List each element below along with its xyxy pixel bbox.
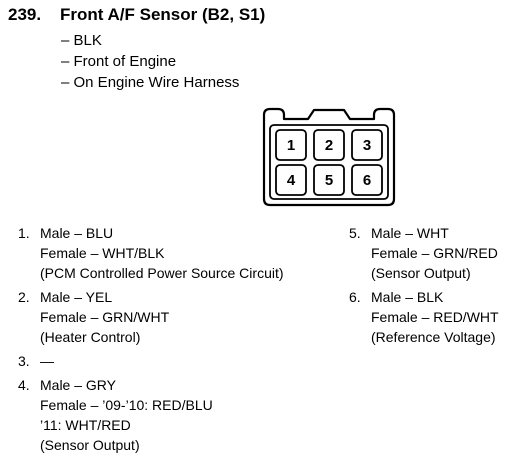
pin-female-color-alt: ’11: WHT/RED xyxy=(40,417,131,433)
pin-male-color: Male – GRY xyxy=(40,377,116,393)
pin-label-6: 6 xyxy=(363,172,371,189)
pin-number: 2. xyxy=(18,289,30,305)
pin-number: 4. xyxy=(18,377,30,393)
detail-color: – BLK xyxy=(61,32,102,49)
pin-number: 1. xyxy=(18,225,30,241)
pin-female-color: Female – ’09-’10: RED/BLU xyxy=(40,397,213,413)
pin-label-4: 4 xyxy=(287,172,296,189)
pin-cell-5 xyxy=(313,164,345,196)
pin-male-color: Male – WHT xyxy=(371,225,449,241)
detail-harness: – On Engine Wire Harness xyxy=(61,74,240,91)
pin-male-color: Male – BLK xyxy=(371,289,444,305)
pin-list-right: 5. Male – WHT Female – GRN/RED (Sensor O… xyxy=(349,223,517,351)
pin-entry-3: 3. — xyxy=(18,351,338,371)
pin-label-5: 5 xyxy=(325,172,333,189)
pin-number: 5. xyxy=(349,225,361,241)
pin-cell-1 xyxy=(275,129,307,161)
pin-entry-1: 1. Male – BLU Female – WHT/BLK (PCM Cont… xyxy=(18,223,338,283)
connector-outline xyxy=(262,107,396,207)
pin-cell-2 xyxy=(313,129,345,161)
pin-entry-4: 4. Male – GRY Female – ’09-’10: RED/BLU … xyxy=(18,375,338,455)
pin-male-color: Male – BLU xyxy=(40,225,114,241)
pin-label-1: 1 xyxy=(287,137,295,154)
section-number: 239. xyxy=(8,5,42,24)
pin-entry-5: 5. Male – WHT Female – GRN/RED (Sensor O… xyxy=(349,223,517,283)
pin-entry-2: 2. Male – YEL Female – GRN/WHT (Heater C… xyxy=(18,287,338,347)
pin-male-color: Male – YEL xyxy=(40,289,113,305)
pin-female-color: Female – GRN/RED xyxy=(371,245,498,261)
page-title: 239. Front A/F Sensor (B2, S1) xyxy=(8,5,265,25)
pin-female-color: Female – RED/WHT xyxy=(371,309,499,325)
pin-female-color: Female – WHT/BLK xyxy=(40,245,165,261)
pin-number: 6. xyxy=(349,289,361,305)
pin-function: (Sensor Output) xyxy=(40,437,140,453)
pin-label-3: 3 xyxy=(363,137,371,154)
detail-location: – Front of Engine xyxy=(61,53,177,70)
connector-details: – BLK – Front of Engine – On Engine Wire… xyxy=(61,30,239,93)
connector-diagram: 1 2 3 4 5 6 xyxy=(262,107,396,207)
pin-entry-6: 6. Male – BLK Female – RED/WHT (Referenc… xyxy=(349,287,517,347)
pin-list-left: 1. Male – BLU Female – WHT/BLK (PCM Cont… xyxy=(18,223,338,459)
pin-female-color: Female – GRN/WHT xyxy=(40,309,170,325)
pin-unused: — xyxy=(40,353,54,369)
pin-label-2: 2 xyxy=(325,137,333,154)
pin-function: (Heater Control) xyxy=(40,329,141,345)
pin-function: (PCM Controlled Power Source Circuit) xyxy=(40,265,284,281)
pin-function: (Sensor Output) xyxy=(371,265,471,281)
pin-function: (Reference Voltage) xyxy=(371,329,496,345)
connector-inner-frame xyxy=(269,124,389,200)
section-title: Front A/F Sensor (B2, S1) xyxy=(60,5,266,24)
pin-cell-4 xyxy=(275,164,307,196)
pin-cell-3 xyxy=(351,129,383,161)
pin-number: 3. xyxy=(18,353,30,369)
pin-cell-6 xyxy=(351,164,383,196)
